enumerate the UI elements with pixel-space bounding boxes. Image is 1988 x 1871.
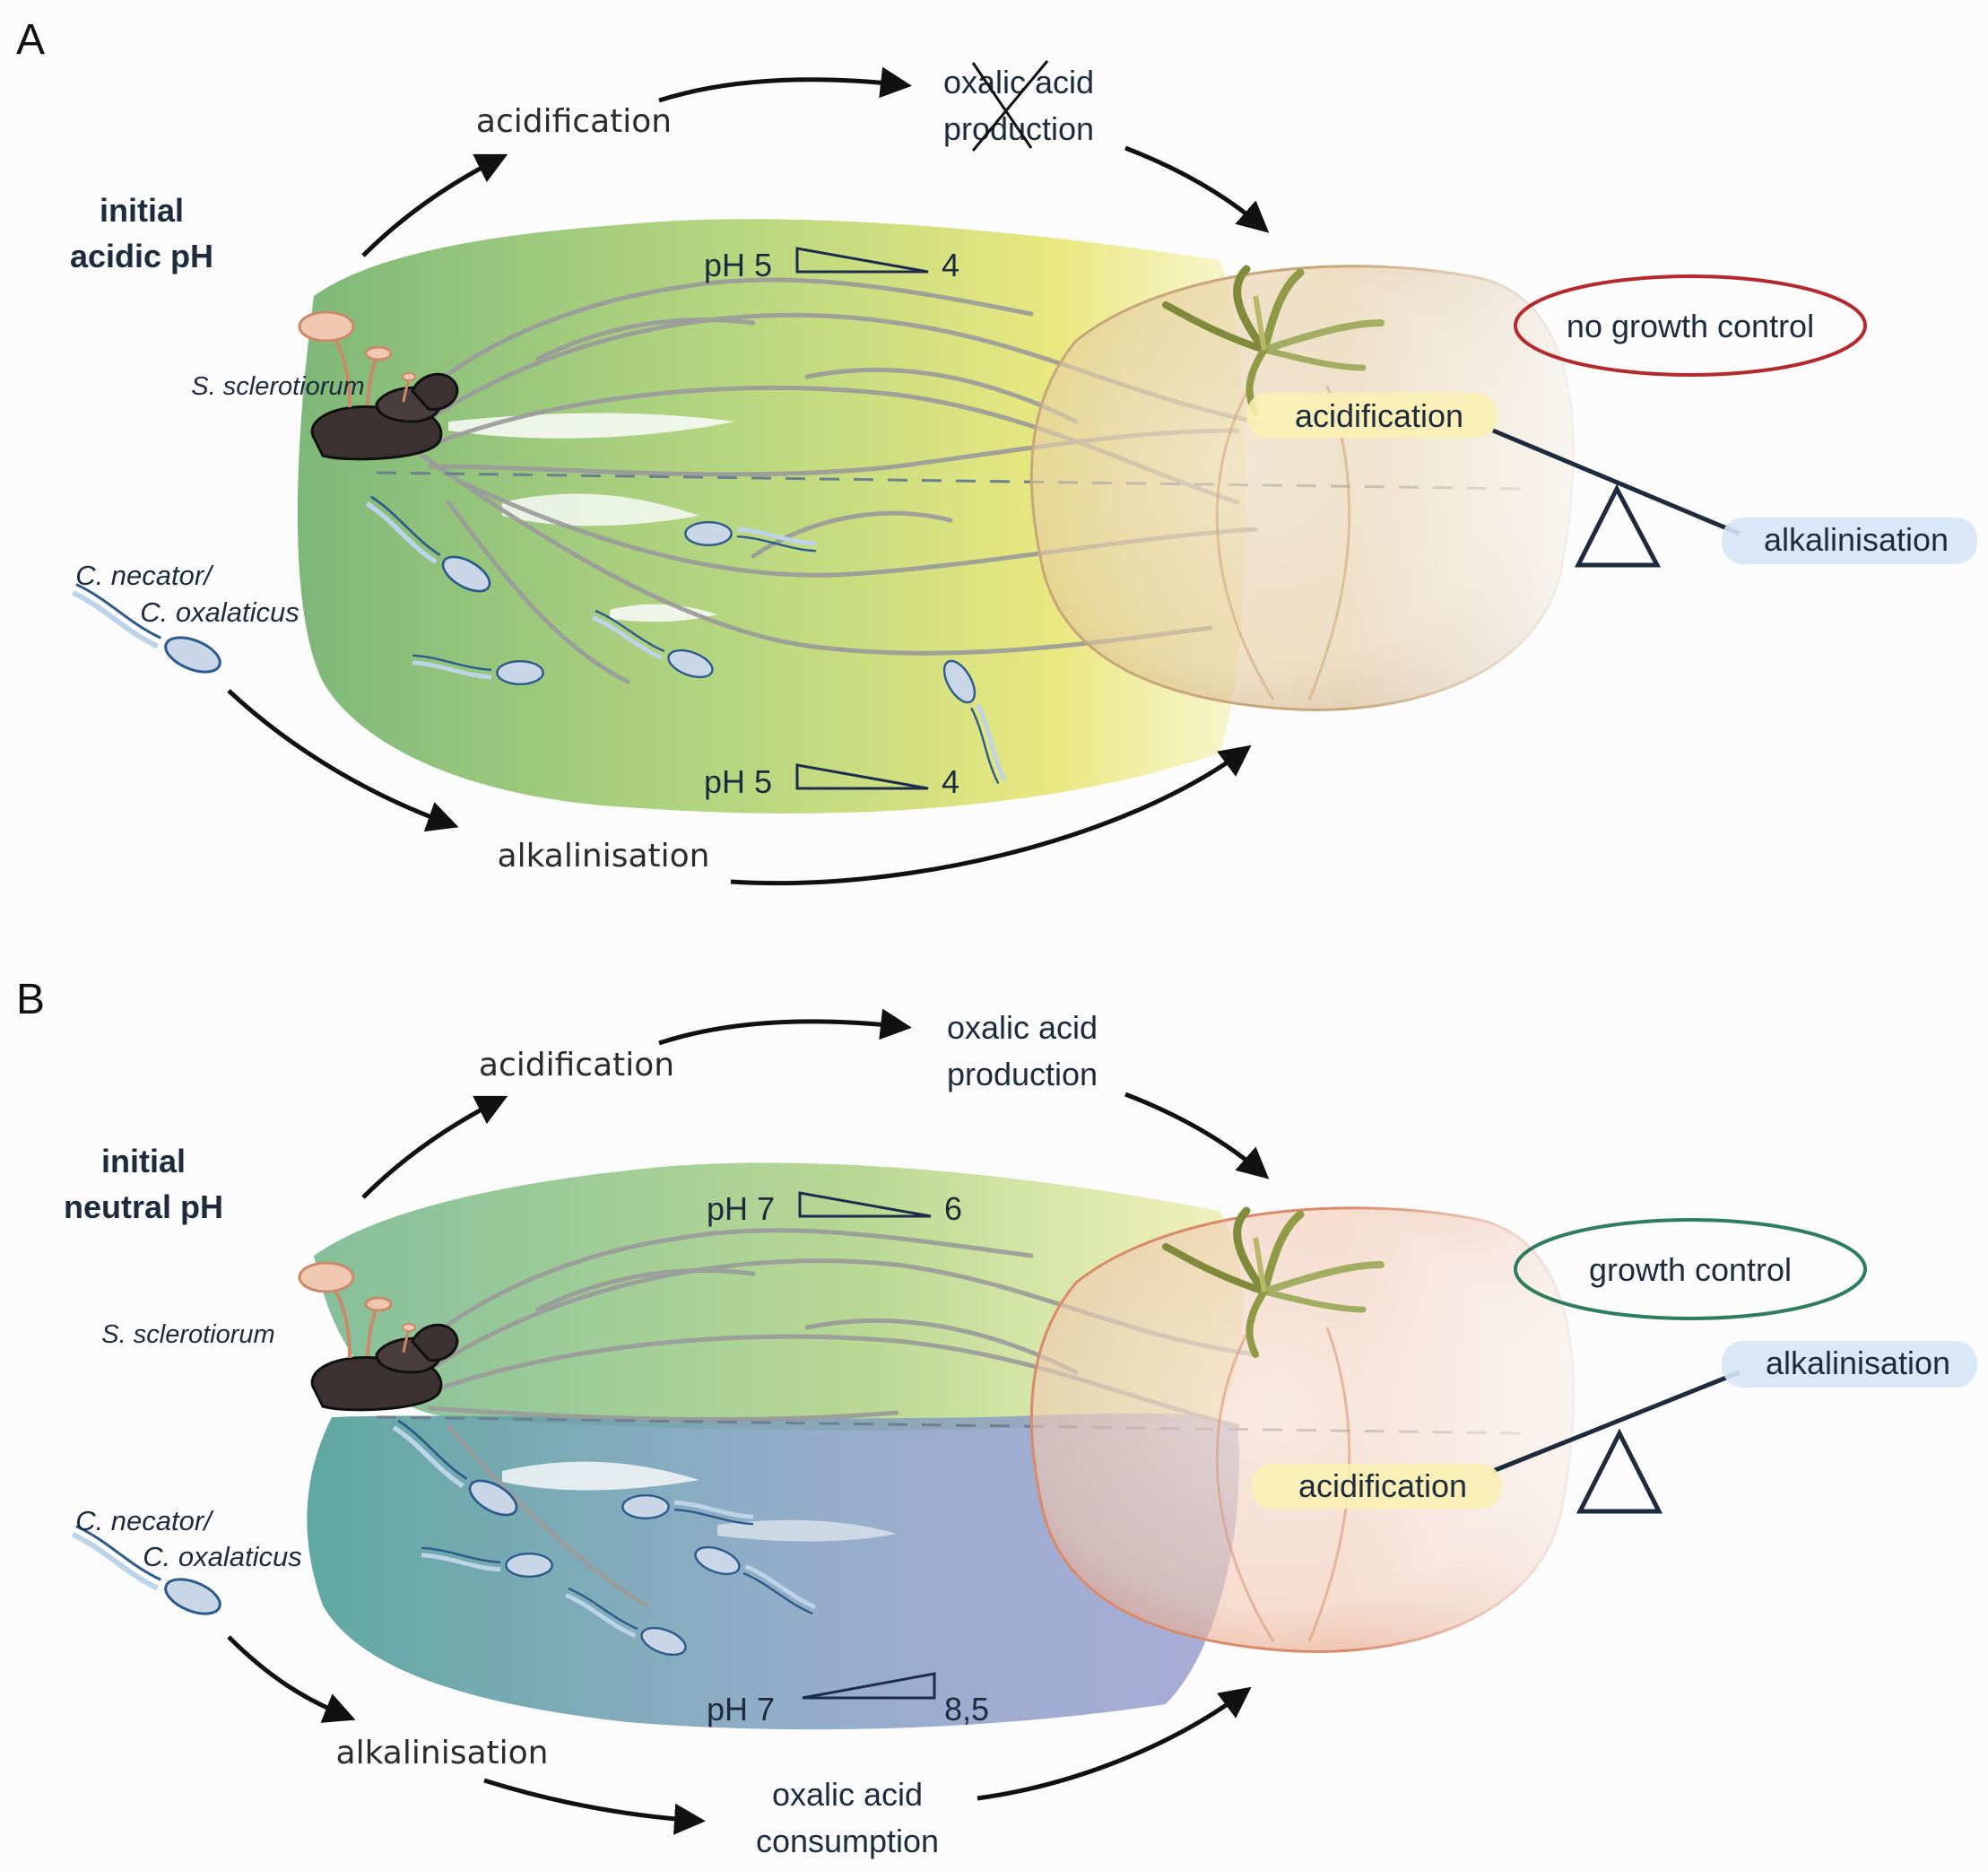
alkali-tag: [1722, 518, 1977, 564]
balance-high-label: acidification: [1295, 397, 1463, 434]
curved-arrow-icon: [1124, 1092, 1270, 1179]
curved-arrow-icon: [361, 153, 508, 257]
bottom-flow-step1: alkalinisation: [336, 1735, 549, 1771]
alkali-tag: [1722, 1341, 1977, 1388]
ph-upper-end: 4: [942, 247, 959, 283]
top-flow-step2-line2: production: [947, 1056, 1098, 1092]
panel-a: A: [16, 16, 1977, 886]
panel-letter: A: [16, 16, 45, 64]
bacteria-label-line2: C. oxalaticus: [140, 596, 299, 628]
balance-high-label: alkalinisation: [1766, 1345, 1950, 1381]
tomato-icon: [1029, 251, 1596, 718]
curved-arrow-icon: [227, 1635, 356, 1723]
balance-low-label: acidification: [1298, 1467, 1467, 1504]
ph-upper-end: 6: [944, 1190, 962, 1227]
top-flow-step1: acidification: [479, 1047, 674, 1083]
balance-low-label: alkalinisation: [1764, 521, 1949, 558]
initial-ph-line1: initial: [101, 1143, 186, 1179]
curved-arrow-icon: [227, 689, 459, 832]
fungus-label: S. sclerotiorum: [191, 372, 364, 401]
bottom-flow-step2-line2: consumption: [756, 1823, 939, 1859]
curved-arrow-icon: [483, 1778, 706, 1835]
ph-lower-start: pH 7: [707, 1691, 775, 1727]
curved-arrow-icon: [1124, 145, 1270, 233]
ph-gradient-wedge-icon: [795, 763, 929, 790]
cross-out-mark: [971, 60, 1049, 152]
curved-arrow-icon: [361, 1095, 508, 1199]
curved-arrow-icon: [658, 1008, 912, 1046]
bottom-flow-step1: alkalinisation: [498, 838, 710, 875]
ph-lower-end: 8,5: [944, 1691, 989, 1727]
initial-ph-line2: neutral pH: [64, 1188, 223, 1225]
ph-gradient-wedge-icon: [795, 247, 929, 274]
panel-letter: B: [16, 976, 45, 1023]
ph-lower-start: pH 5: [704, 763, 772, 800]
acid-tag: [1251, 1464, 1502, 1509]
top-flow-step1: acidification: [476, 103, 672, 140]
ph-upper-start: pH 5: [704, 247, 772, 283]
curved-arrow-icon: [730, 744, 1252, 886]
curved-arrow-icon: [977, 1686, 1252, 1801]
bacteria-label-line1: C. necator/: [75, 1505, 214, 1536]
bacteria-label-line2: C. oxalaticus: [143, 1541, 301, 1572]
bottom-flow-step2-line1: oxalic acid: [772, 1776, 923, 1813]
outcome-label: growth control: [1589, 1251, 1792, 1288]
bacteria-label-line1: C. necator/: [75, 560, 214, 591]
initial-ph-line1: initial: [100, 192, 184, 229]
acid-tag: [1246, 393, 1498, 438]
balance-scale-icon: [1492, 428, 1741, 568]
outcome-ellipse: [1514, 274, 1867, 377]
panel-b: B: [16, 976, 1977, 1859]
ph-gradient-wedge-icon: [802, 1672, 936, 1700]
ph-zone-wash: [307, 1162, 1244, 1730]
ph-lower-end: 4: [942, 763, 959, 800]
ph-gradient-wedge-icon: [798, 1191, 932, 1218]
outcome-ellipse: [1514, 1218, 1867, 1320]
fungus-label: S. sclerotiorum: [101, 1320, 274, 1349]
top-flow-step2-line1: oxalic acid: [947, 1009, 1098, 1046]
balance-scale-icon: [1492, 1370, 1741, 1514]
initial-ph-line2: acidic pH: [70, 238, 213, 274]
outcome-label: no growth control: [1567, 308, 1814, 344]
tomato-icon: [1029, 1193, 1596, 1659]
ph-upper-start: pH 7: [707, 1190, 775, 1227]
curved-arrow-icon: [658, 66, 912, 103]
